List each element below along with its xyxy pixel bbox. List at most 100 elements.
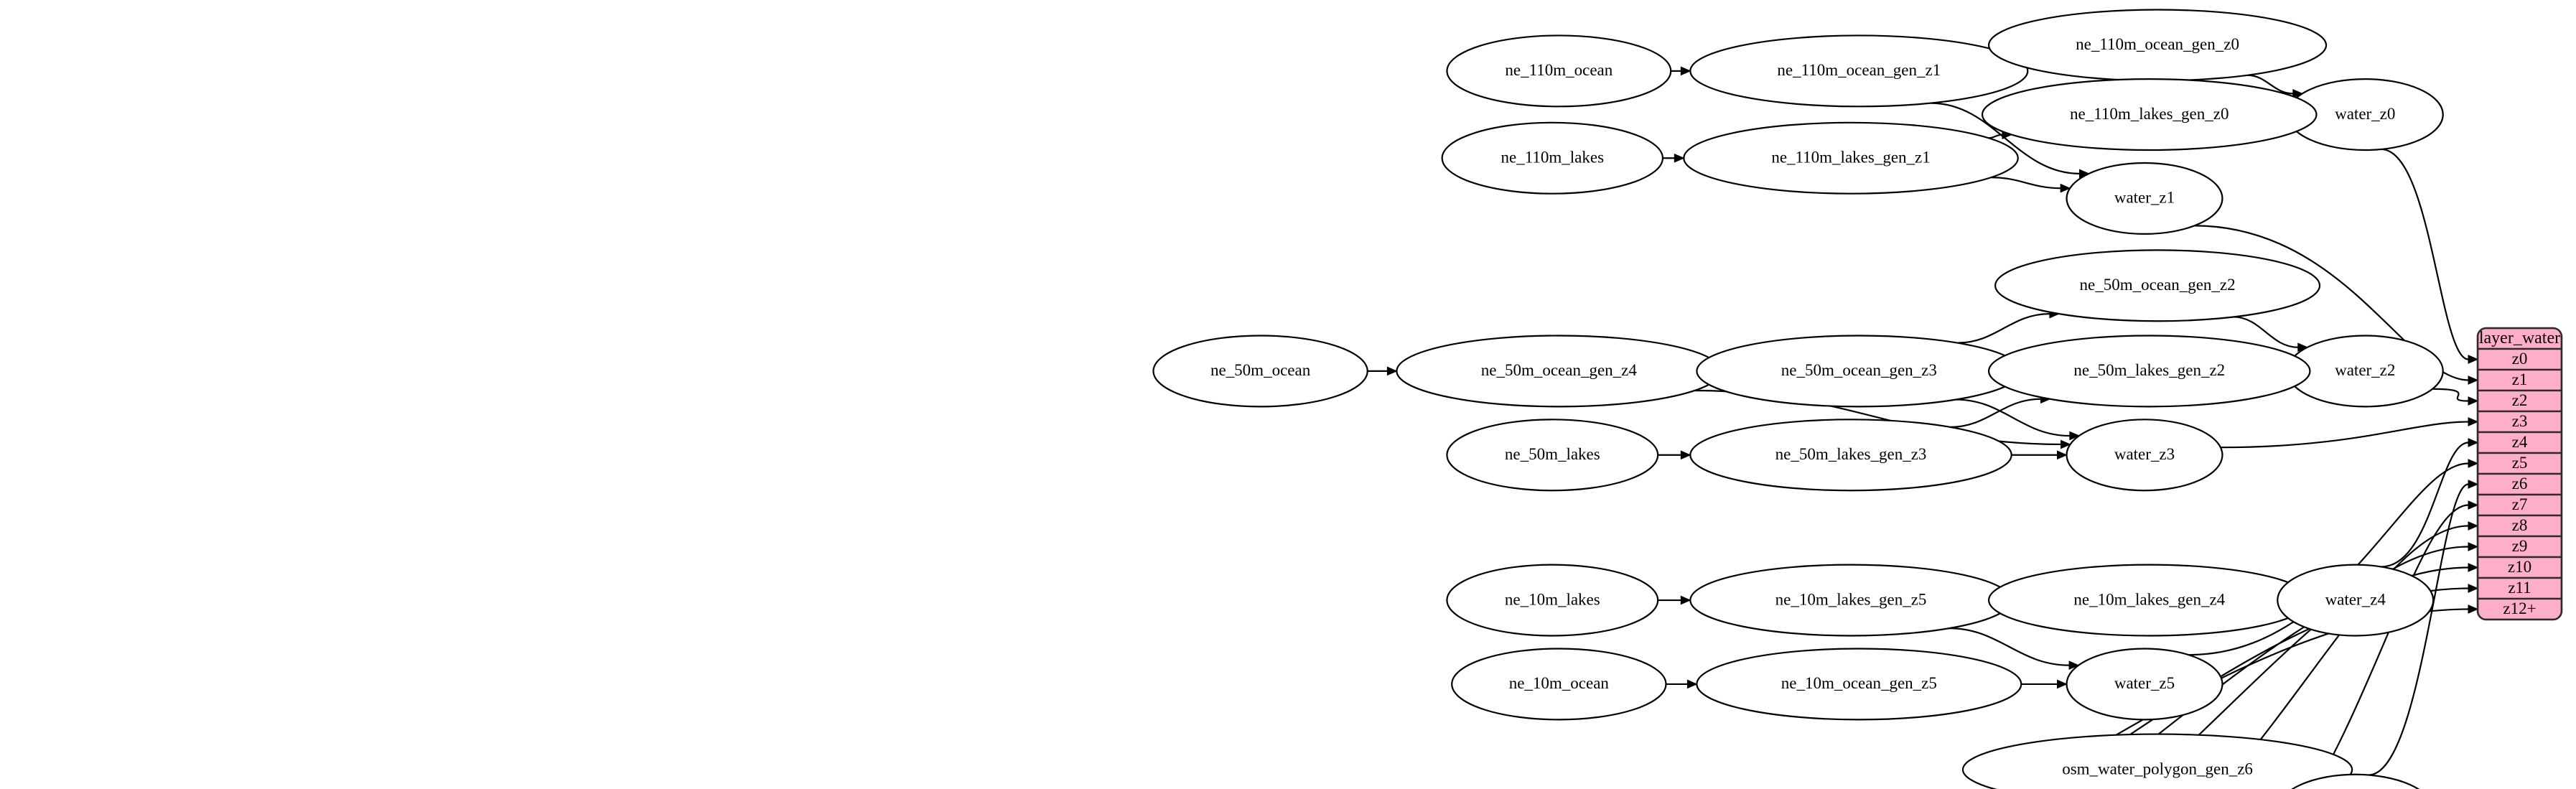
graph-edge-ne_10m_lakes_gen_z5-to-water_z5 [1949, 627, 2070, 666]
graph-node-ne_110m_lakes[interactable]: ne_110m_lakes [1441, 121, 1664, 195]
node-label: osm_water_polygon_gen_z6 [2062, 760, 2253, 778]
graph-edge-ne_110m_lakes_gen_z1-to-water_z1 [1991, 176, 2061, 190]
graph-node-water_z4[interactable]: water_z4 [2277, 564, 2435, 637]
graph-node-ne_10m_ocean_gen_z5[interactable]: ne_10m_ocean_gen_z5 [1696, 648, 2022, 721]
edge-arrowhead [2468, 480, 2479, 489]
node-label: water_z0 [2335, 105, 2395, 123]
node-shape [1451, 648, 1667, 721]
node-label: ne_110m_ocean [1505, 61, 1613, 79]
layer-water-record-node[interactable]: layer_waterz0z1z2z3z4z5z6z7z8z9z10z11z12… [2478, 328, 2562, 620]
node-label: ne_50m_lakes_gen_z3 [1775, 445, 1927, 463]
edge-arrowhead [2468, 438, 2479, 447]
node-label: ne_10m_ocean_gen_z5 [1781, 674, 1937, 692]
graph-node-ne_110m_lakes_gen_z0[interactable]: ne_110m_lakes_gen_z0 [1981, 78, 2318, 151]
node-label: ne_110m_lakes_gen_z1 [1771, 149, 1930, 167]
node-label: ne_50m_ocean_gen_z2 [2079, 276, 2235, 294]
graph-edge-ne_50m_lakes_gen_z3-to-ne_50m_lakes_gen_z2 [1950, 398, 2041, 429]
node-shape [1446, 419, 1659, 492]
graph-node-ne_50m_ocean_gen_z3[interactable]: ne_50m_ocean_gen_z3 [1696, 335, 2022, 408]
graph-node-ne_110m_ocean_gen_z0[interactable]: ne_110m_ocean_gen_z0 [1987, 9, 2328, 82]
graph-edge-water_z4-to-layer_water-z4 [2381, 442, 2469, 568]
node-shape [1696, 648, 2022, 721]
graph-node-water_z3[interactable]: water_z3 [2066, 419, 2223, 492]
edge-arrowhead [2468, 521, 2479, 531]
graph-node-ne_50m_ocean_gen_z2[interactable]: ne_50m_ocean_gen_z2 [1994, 249, 2321, 322]
graph-node-water_z2[interactable]: water_z2 [2286, 335, 2444, 408]
record-node-layer: layer_waterz0z1z2z3z4z5z6z7z8z9z10z11z12… [2476, 327, 2563, 621]
graph-node-ne_110m_ocean_gen_z1[interactable]: ne_110m_ocean_gen_z1 [1689, 34, 2029, 108]
node-label: water_z5 [2114, 674, 2175, 692]
graph-edge-ne_110m_ocean_gen_z0-to-water_z0 [2247, 74, 2293, 95]
edge-arrowhead [2468, 542, 2479, 551]
record-row-z9[interactable] [2478, 535, 2562, 559]
node-shape [2066, 162, 2223, 235]
edge-arrowhead [2060, 183, 2071, 193]
node-shape [2066, 648, 2223, 721]
graph-edge-water_z3-to-layer_water-z3 [2220, 421, 2469, 449]
node-label: water_z3 [2114, 445, 2175, 463]
record-row-label-z2: z2 [2512, 391, 2528, 409]
node-shape [2066, 419, 2223, 492]
node-layer: ne_110m_ocean ne_110m_ocean_gen_z1 ne_110m… [1152, 9, 2444, 789]
graph-edge-water_z0-to-layer_water-z0 [2381, 148, 2469, 360]
graph-node-ne_50m_lakes[interactable]: ne_50m_lakes [1446, 419, 1659, 492]
record-row-label-z10: z10 [2508, 558, 2531, 576]
graph-node-ne_50m_lakes_gen_z2[interactable]: ne_50m_lakes_gen_z2 [1987, 335, 2311, 408]
record-row-z6[interactable] [2478, 472, 2562, 496]
node-shape [1689, 34, 2029, 108]
graph-edge-water_z12-to-layer_water-z12+ [2024, 608, 2469, 789]
graph-node-water_z6[interactable]: water_z6 [2277, 773, 2433, 789]
graph-node-ne_110m_ocean[interactable]: ne_110m_ocean [1446, 34, 1672, 108]
graph-node-water_z0[interactable]: water_z0 [2286, 78, 2444, 151]
node-label: ne_110m_ocean_gen_z0 [2076, 35, 2239, 53]
edge-arrowhead [2468, 355, 2479, 364]
node-label: ne_50m_lakes [1505, 445, 1600, 463]
graph-node-ne_10m_lakes_gen_z5[interactable]: ne_10m_lakes_gen_z5 [1689, 564, 2012, 637]
graph-node-ne_50m_lakes_gen_z3[interactable]: ne_50m_lakes_gen_z3 [1689, 419, 2012, 492]
node-label: water_z2 [2335, 361, 2395, 379]
node-label: ne_10m_lakes_gen_z4 [2073, 590, 2225, 608]
record-row-z3[interactable] [2478, 410, 2562, 434]
graph-node-ne_110m_lakes_gen_z1[interactable]: ne_110m_lakes_gen_z1 [1683, 121, 2019, 195]
edge-arrowhead [2069, 431, 2081, 441]
graph-node-ne_10m_lakes_gen_z4[interactable]: ne_10m_lakes_gen_z4 [1987, 564, 2311, 637]
node-label: ne_10m_lakes_gen_z5 [1775, 590, 1927, 608]
graph-node-water_z1[interactable]: water_z1 [2066, 162, 2223, 235]
graph-node-ne_10m_lakes[interactable]: ne_10m_lakes [1446, 564, 1659, 637]
graph-node-water_z5[interactable]: water_z5 [2066, 648, 2223, 721]
record-row-z8[interactable] [2478, 514, 2562, 538]
node-label: ne_50m_lakes_gen_z2 [2073, 361, 2225, 379]
edge-arrowhead [2468, 459, 2479, 468]
node-shape [2291, 773, 2420, 789]
edge-arrowhead [2468, 417, 2479, 426]
record-row-label-z3: z3 [2512, 412, 2528, 430]
edge-arrowhead [2468, 604, 2479, 614]
record-row-label-z8: z8 [2512, 516, 2528, 534]
graph-node-ne_50m_ocean[interactable]: ne_50m_ocean [1152, 335, 1368, 408]
record-row-label-z12+: z12+ [2503, 599, 2536, 617]
node-shape [2277, 564, 2435, 637]
edge-arrowhead [1674, 153, 1685, 163]
graph-node-ne_10m_ocean[interactable]: ne_10m_ocean [1451, 648, 1667, 721]
graph-node-ne_50m_ocean_gen_z4[interactable]: ne_50m_ocean_gen_z4 [1396, 335, 1722, 408]
graph-edge-water_z6-to-layer_water-z6 [2368, 483, 2469, 776]
edge-arrowhead [1386, 366, 1398, 376]
node-shape [1446, 564, 1659, 637]
edge-arrowhead [1686, 679, 1698, 689]
record-row-label-z7: z7 [2512, 495, 2528, 513]
graph-edge-water_z5-to-layer_water-z5 [2188, 462, 2469, 656]
node-label: ne_110m_ocean_gen_z1 [1777, 61, 1941, 79]
edge-arrowhead [1680, 595, 1691, 605]
node-shape [1446, 34, 1672, 108]
graph-edge-ne_50m_ocean_gen_z3-to-water_z3 [1956, 398, 2070, 437]
graph-edge-ne_50m_ocean_gen_z3-to-ne_50m_ocean_gen_z2 [1957, 312, 2050, 344]
record-row-label-z11: z11 [2508, 579, 2531, 597]
graph-node-osm_water_polygon_gen_z6[interactable]: osm_water_polygon_gen_z6 [1961, 733, 2353, 789]
graph-edge-ne_110m_ocean_gen_z1-to-water_z1 [1931, 102, 2080, 174]
edge-arrowhead [2068, 660, 2080, 671]
edge-arrowhead [2468, 584, 2479, 593]
edge-arrowhead [1680, 66, 1691, 76]
node-shape [1994, 249, 2321, 322]
record-row-z12+[interactable] [2478, 597, 2562, 620]
